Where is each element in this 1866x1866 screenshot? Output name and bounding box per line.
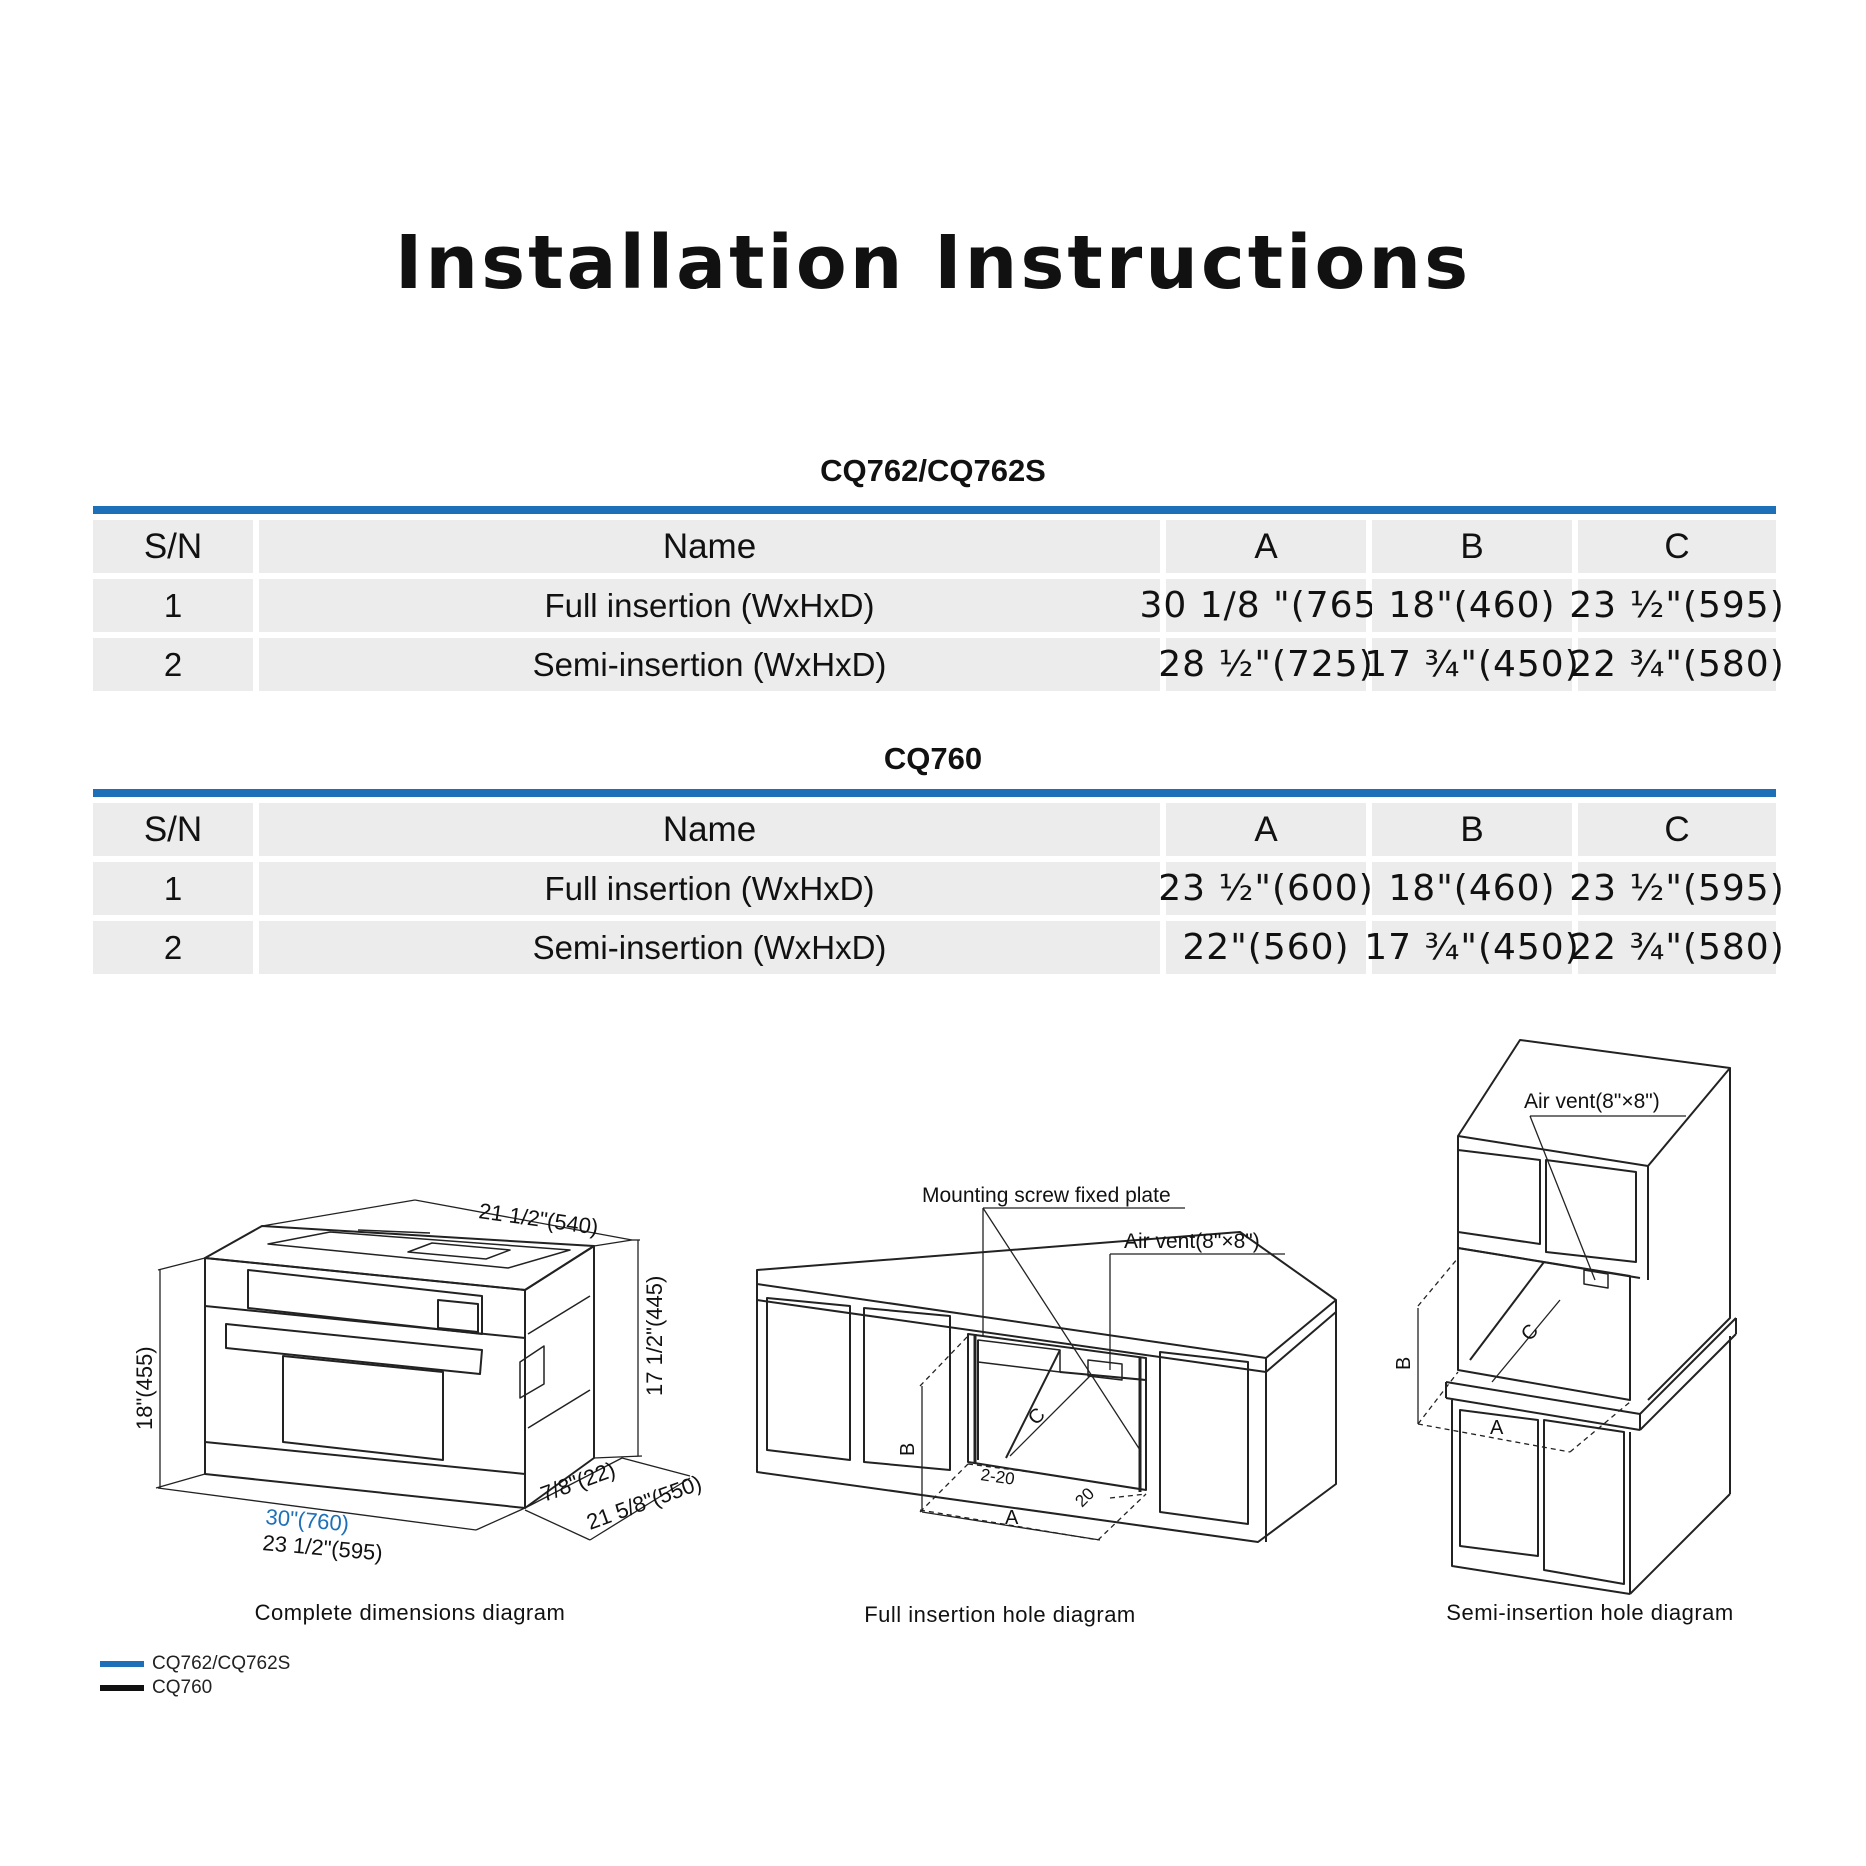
dim-full-gap: 2-20 [979, 1465, 1015, 1489]
cell-name: Semi-insertion (WxHxD) [259, 921, 1160, 974]
table-top-rule [93, 789, 1776, 797]
oven-dimension-lines [155, 1199, 691, 1541]
table-row: 2 Semi-insertion (WxHxD) 28 ½"(725) 17 ¾… [93, 638, 1784, 691]
table-row: 1 Full insertion (WxHxD) 30 1/8 "(765) 1… [93, 579, 1784, 632]
legend-item-cq762: CQ762/CQ762S [100, 1652, 290, 1676]
dim-full-20: 20 [1071, 1484, 1098, 1511]
caption-semi-insertion: Semi-insertion hole diagram [1446, 1600, 1734, 1625]
cell-c: 22 ¾"(580) [1569, 638, 1784, 691]
dim-top-depth: 21 1/2"(540) [477, 1198, 600, 1240]
table-caption-cq762: CQ762/CQ762S [820, 453, 1046, 488]
semi-insertion-leaders [1417, 1115, 1686, 1453]
cell-b: 17 ¾"(450) [1364, 921, 1579, 974]
legend-label: CQ762/CQ762S [152, 1653, 291, 1674]
header-c: C [1578, 803, 1776, 856]
table-caption-cq760: CQ760 [883, 741, 983, 776]
table-top-rule [93, 506, 1776, 514]
dim-full-b: B [897, 1443, 919, 1456]
cell-a: 22"(560) [1166, 921, 1366, 974]
cell-name: Semi-insertion (WxHxD) [259, 638, 1160, 691]
legend-swatch-black [100, 1685, 144, 1691]
semi-insertion-drawing [1445, 1039, 1737, 1595]
dim-semi-c: C [1517, 1320, 1543, 1345]
cell-b: 17 ¾"(450) [1364, 638, 1579, 691]
caption-full-insertion: Full insertion hole diagram [864, 1602, 1136, 1627]
header-sn: S/N [93, 803, 253, 856]
table-row: 1 Full insertion (WxHxD) 23 ½"(600) 18"(… [93, 862, 1784, 915]
table-header-row: S/N Name A B C [93, 520, 1776, 573]
spec-table-cq760: S/N Name A B C 1 Full insertion (WxHxD) … [93, 789, 1784, 974]
table-header-row: S/N Name A B C [93, 803, 1776, 856]
cell-c: 22 ¾"(580) [1569, 921, 1784, 974]
dim-semi-b: B [1393, 1357, 1415, 1370]
header-b: B [1372, 803, 1572, 856]
cell-c: 23 ½"(595) [1569, 579, 1784, 632]
cell-sn: 2 [93, 921, 253, 974]
page-title: Installation Instructions [394, 220, 1472, 306]
header-c: C [1578, 520, 1776, 573]
cell-sn: 1 [93, 579, 253, 632]
legend-item-cq760: CQ760 [100, 1676, 290, 1700]
caption-complete-diagram: Complete dimensions diagram [254, 1600, 566, 1625]
dim-width-black: 23 1/2"(595) [262, 1530, 384, 1565]
legend-swatch-blue [100, 1661, 144, 1667]
cell-b: 18"(460) [1372, 579, 1572, 632]
cell-b: 18"(460) [1372, 862, 1572, 915]
cell-sn: 1 [93, 862, 253, 915]
full-insertion-drawing [756, 1231, 1337, 1543]
dim-full-a: A [1005, 1507, 1019, 1529]
cell-a: 23 ½"(600) [1158, 862, 1373, 915]
dim-front-depth: 7/8"(22) [537, 1457, 618, 1507]
cell-name: Full insertion (WxHxD) [259, 579, 1160, 632]
cell-a: 28 ½"(725) [1158, 638, 1373, 691]
label-semi-air-vent: Air vent(8"×8") [1524, 1090, 1660, 1113]
header-b: B [1372, 520, 1572, 573]
cell-name: Full insertion (WxHxD) [259, 862, 1160, 915]
oven-drawing [204, 1225, 595, 1509]
dim-semi-a: A [1490, 1417, 1504, 1439]
label-full-air-vent: Air vent(8"×8") [1124, 1230, 1260, 1253]
cell-c: 23 ½"(595) [1569, 862, 1784, 915]
spec-table-cq762: S/N Name A B C 1 Full insertion (WxHxD) … [93, 506, 1784, 691]
legend: CQ762/CQ762S CQ760 [100, 1652, 290, 1700]
dim-full-c: C [1024, 1404, 1050, 1430]
cell-sn: 2 [93, 638, 253, 691]
legend-label: CQ760 [152, 1677, 213, 1698]
header-a: A [1166, 803, 1366, 856]
dim-left-height: 18"(455) [132, 1346, 157, 1430]
header-a: A [1166, 520, 1366, 573]
header-sn: S/N [93, 520, 253, 573]
full-insertion-leaders [919, 1207, 1285, 1541]
header-name: Name [259, 520, 1160, 573]
cell-a: 30 1/8 "(765) [1140, 579, 1392, 632]
dim-right-height: 17 1/2"(445) [642, 1276, 667, 1396]
table-row: 2 Semi-insertion (WxHxD) 22"(560) 17 ¾"(… [93, 921, 1784, 974]
label-mounting-plate: Mounting screw fixed plate [922, 1184, 1171, 1207]
header-name: Name [259, 803, 1160, 856]
